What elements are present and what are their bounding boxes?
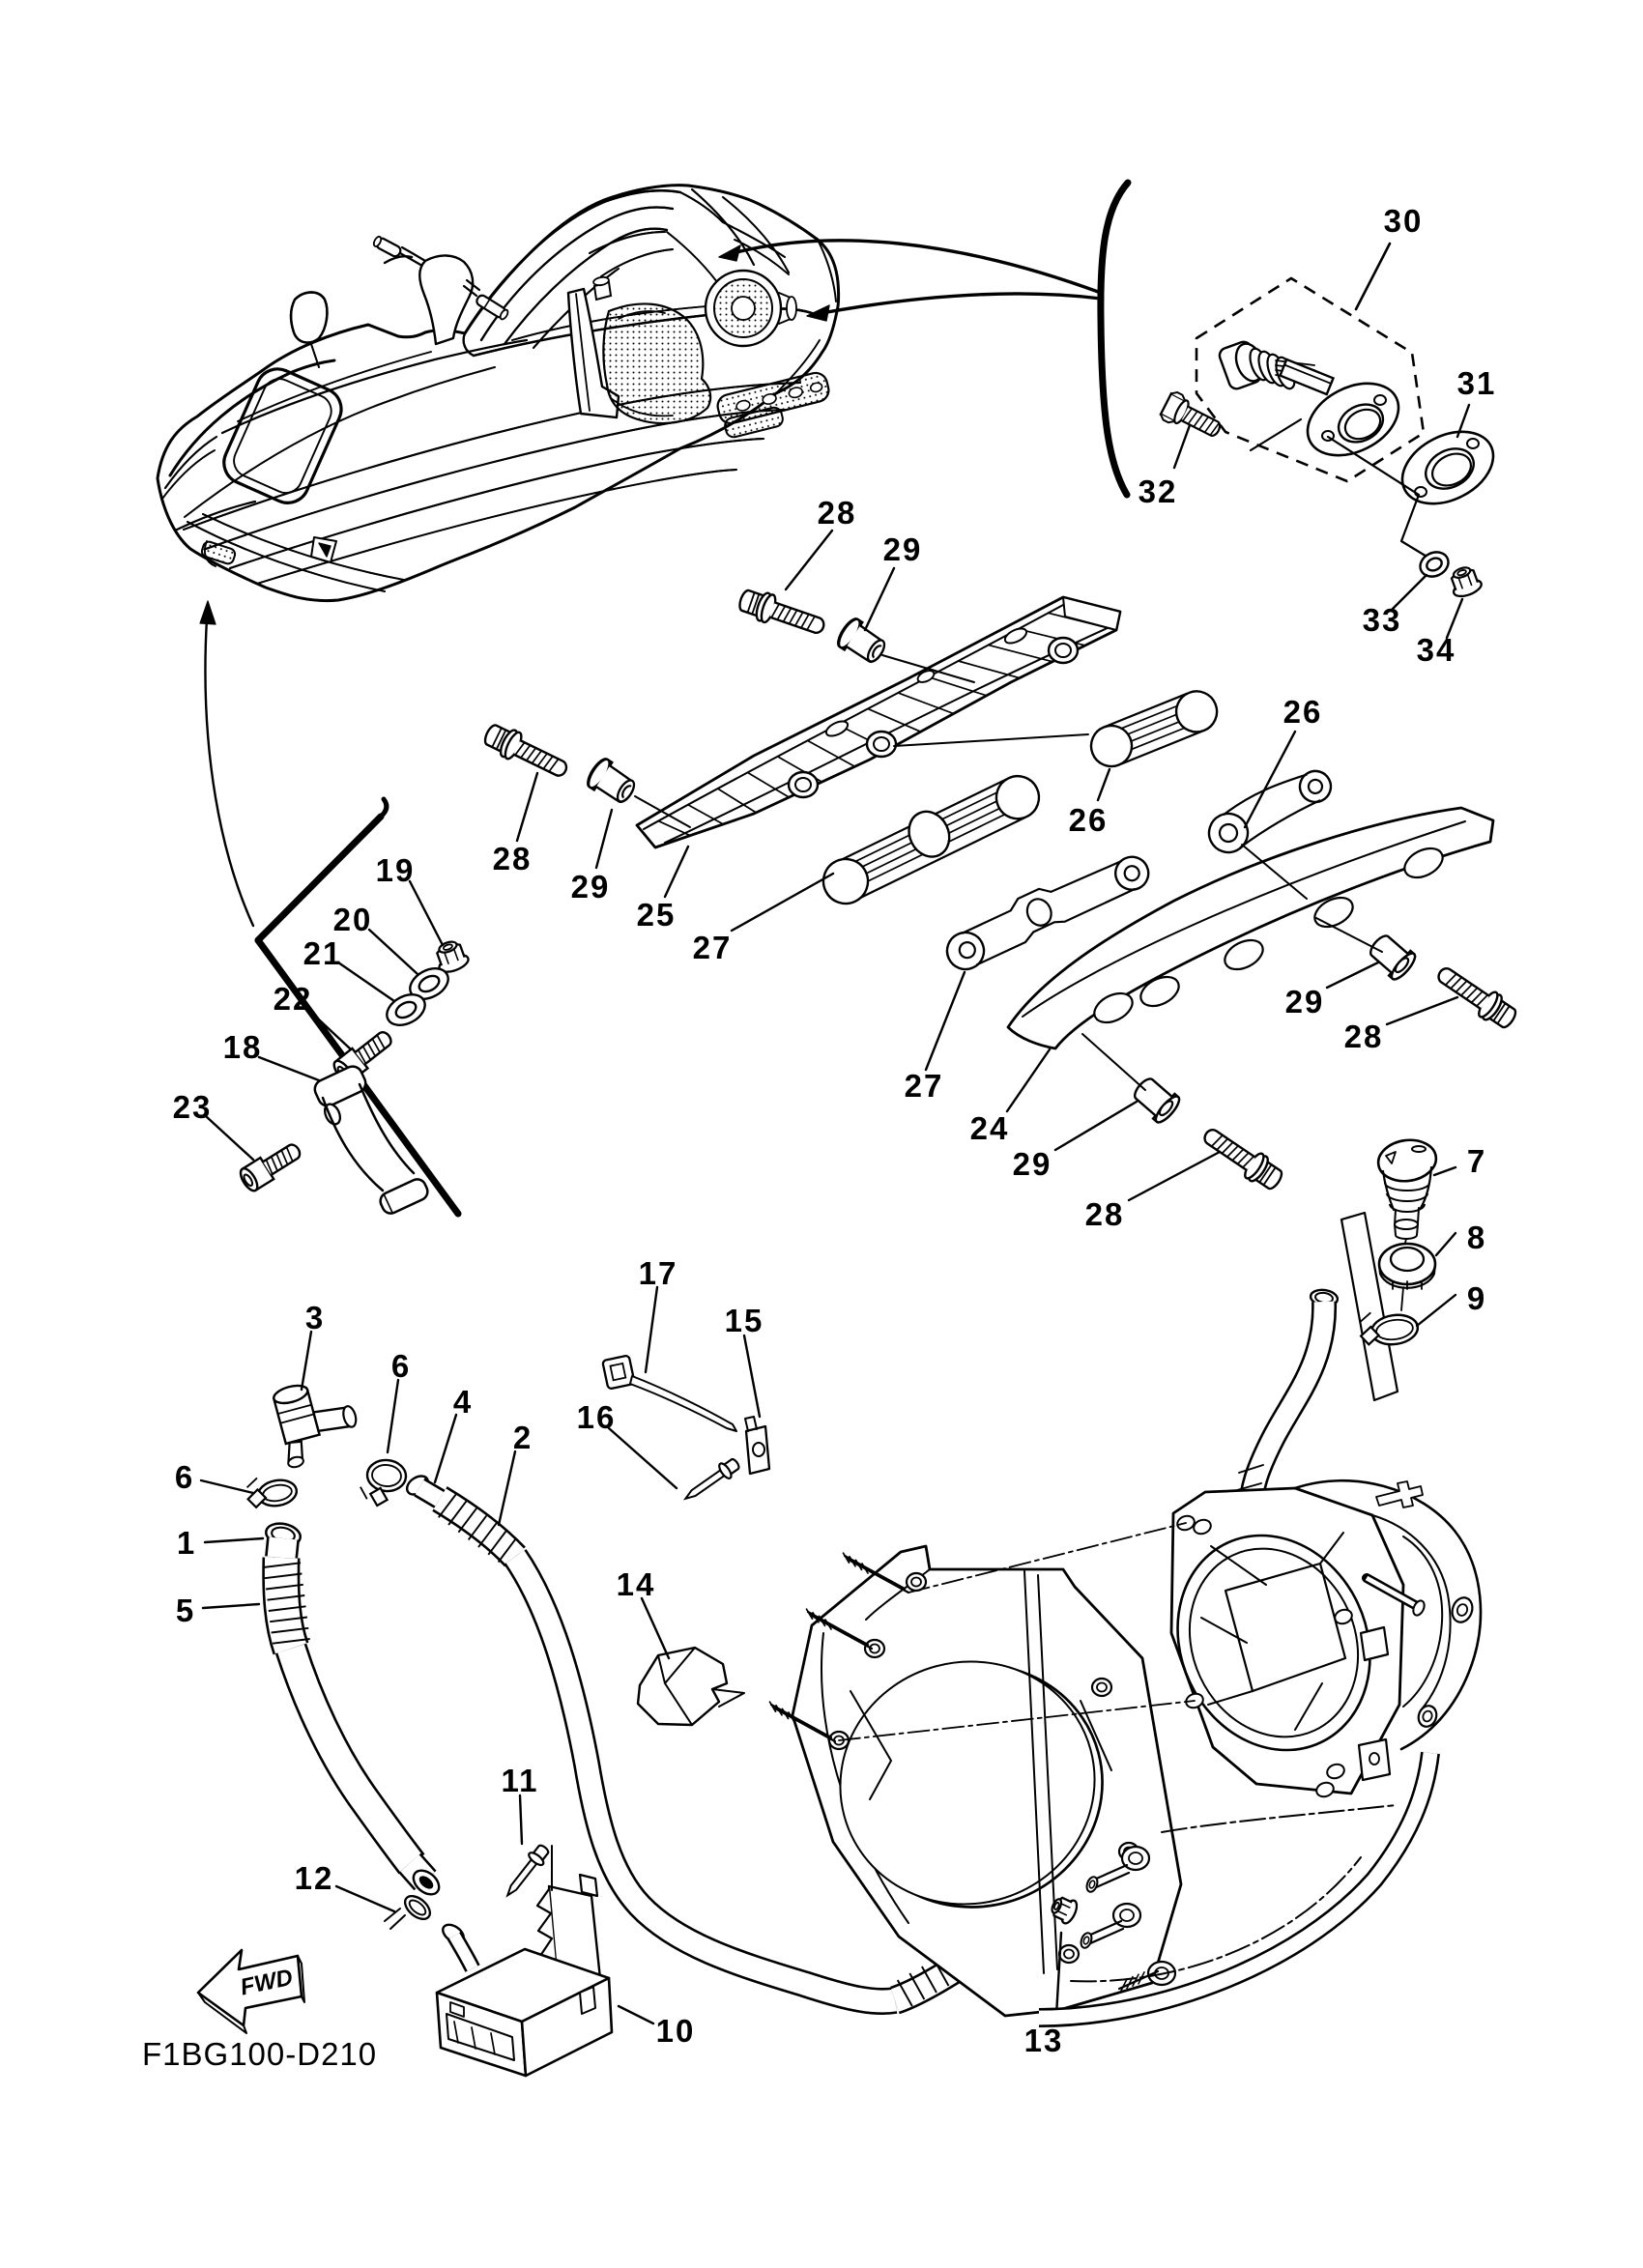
svg-text:7: 7: [1467, 1143, 1486, 1179]
svg-text:19: 19: [376, 852, 416, 888]
svg-text:34: 34: [1417, 632, 1456, 668]
svg-text:25: 25: [637, 897, 677, 933]
svg-text:1: 1: [177, 1525, 196, 1561]
svg-text:29: 29: [1013, 1146, 1052, 1182]
svg-text:17: 17: [639, 1255, 678, 1291]
svg-text:24: 24: [970, 1110, 1010, 1146]
svg-text:28: 28: [493, 841, 533, 876]
svg-text:13: 13: [1024, 2023, 1064, 2058]
svg-text:27: 27: [905, 1068, 944, 1104]
svg-text:10: 10: [656, 2013, 696, 2049]
svg-text:11: 11: [502, 1763, 539, 1798]
svg-text:20: 20: [333, 902, 373, 937]
svg-text:14: 14: [617, 1566, 656, 1602]
svg-text:26: 26: [1283, 694, 1323, 730]
svg-text:28: 28: [818, 495, 857, 531]
svg-text:31: 31: [1457, 365, 1497, 401]
svg-text:29: 29: [571, 869, 611, 904]
svg-text:22: 22: [274, 981, 313, 1017]
svg-text:9: 9: [1467, 1280, 1486, 1316]
svg-text:5: 5: [176, 1593, 195, 1628]
svg-text:4: 4: [453, 1384, 473, 1420]
svg-text:6: 6: [175, 1459, 194, 1495]
svg-text:23: 23: [173, 1089, 213, 1125]
svg-text:30: 30: [1384, 203, 1424, 239]
svg-text:3: 3: [305, 1300, 325, 1335]
svg-text:F1BG100-D210: F1BG100-D210: [142, 2036, 377, 2072]
svg-text:6: 6: [391, 1348, 411, 1384]
svg-text:12: 12: [295, 1860, 334, 1896]
svg-text:18: 18: [223, 1029, 263, 1065]
svg-text:33: 33: [1363, 602, 1402, 638]
svg-text:32: 32: [1139, 474, 1178, 509]
svg-text:16: 16: [577, 1399, 617, 1435]
svg-text:8: 8: [1467, 1220, 1486, 1255]
svg-text:26: 26: [1069, 802, 1109, 838]
svg-text:29: 29: [1285, 984, 1325, 1019]
svg-text:21: 21: [303, 935, 343, 971]
svg-text:15: 15: [725, 1303, 764, 1338]
svg-text:28: 28: [1344, 1019, 1384, 1054]
svg-text:27: 27: [693, 930, 733, 965]
svg-text:28: 28: [1085, 1196, 1125, 1232]
svg-text:2: 2: [513, 1420, 533, 1455]
svg-text:29: 29: [883, 531, 923, 567]
